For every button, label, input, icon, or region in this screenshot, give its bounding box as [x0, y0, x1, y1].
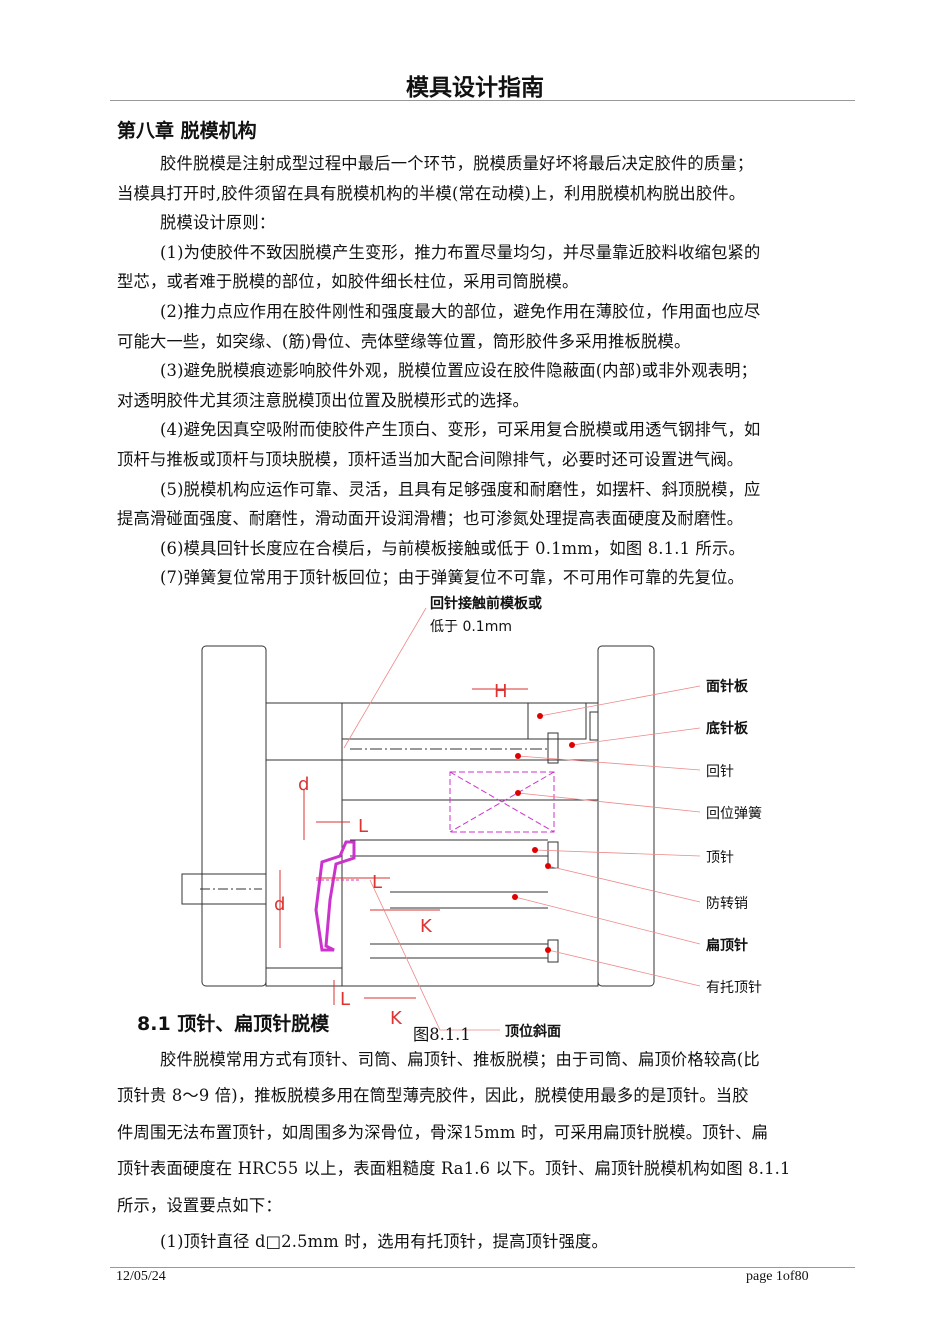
paragraph-line: 顶针贵 8～9 倍)，推板脱模多用在筒型薄壳胶件，因此，脱模使用最多的是顶针。当…	[117, 1086, 749, 1106]
paragraph-line: (1)为使胶件不致因脱模产生变形，推力布置尽量均匀，并尽量靠近胶料收缩包紧的	[160, 242, 761, 262]
dim-h: H	[494, 681, 508, 702]
right-clamp-plate	[597, 645, 655, 987]
dim-l-mid: L	[372, 872, 382, 893]
footer-date: 12/05/24	[116, 1269, 166, 1284]
paragraph-line: 提高滑碰面强度、耐磨性，滑动面开设润滑槽；也可渗氮处理提高表面硬度及耐磨性。	[117, 509, 744, 529]
dim-k-upper: K	[420, 916, 433, 937]
paragraph-line: 顶杆与推板或顶杆与顶块脱模，顶杆适当加大配合间隙排气，必要时还可设置进气阀。	[117, 450, 744, 469]
figure-label: 顶针	[706, 850, 734, 866]
paragraph-line: 型芯，或者难于脱模的部位，如胶件细长柱位，采用司筒脱模。	[117, 272, 579, 292]
paragraph-line: 所示，设置要点如下：	[117, 1195, 282, 1215]
paragraph-line: (3)避免脱模痕迹影响胶件外观，脱模位置应设在胶件隐蔽面(内部)或非外观表明；	[160, 361, 758, 381]
paragraph-line: 胶件脱模常用方式有顶针、司筒、扁顶针、推板脱模；由于司筒、扁顶价格较高(比	[160, 1050, 760, 1069]
chapter-heading: 第八章 脱模机构	[117, 120, 257, 142]
callout-top-line2: 低于 0.1mm	[430, 619, 512, 635]
page-title: 模具设计指南	[406, 75, 544, 101]
paragraph-line: (5)脱模机构应运作可靠、灵活，且具有足够强度和耐磨性，如摆杆、斜顶脱模，应	[160, 479, 761, 499]
figure-label: 面针板	[706, 679, 748, 695]
plastic-part	[314, 840, 356, 952]
paragraph-line: (2)推力点应作用在胶件刚性和强度最大的部位，避免作用在薄胶位，作用面也应尽	[160, 302, 761, 321]
paragraph-line: (1)顶针直径 d□2.5mm 时，选用有托顶针，提高顶针强度。	[160, 1232, 609, 1251]
figure-caption: 图8.1.1	[413, 1025, 471, 1044]
paragraph-line: 可能大一些，如突缘、(筋)骨位、壳体壁缘等位置，筒形胶件多采用推板脱模。	[117, 331, 691, 351]
paragraph-line: 对透明胶件尤其须注意脱模顶出位置及脱模形式的选择。	[117, 390, 530, 410]
dim-d-upper: d	[298, 774, 309, 795]
paragraph-line: (7)弹簧复位常用于顶针板回位；由于弹簧复位不可靠，不可用作可靠的先复位。	[160, 568, 745, 588]
figure-label: 底针板	[706, 721, 748, 737]
left-clamp-plate	[201, 645, 267, 987]
dim-k-lower: K	[390, 1008, 403, 1029]
figure-label: 回位弹簧	[706, 806, 762, 822]
paragraph-line: 脱模设计原则：	[160, 213, 276, 233]
footer-page: page 1of80	[746, 1269, 809, 1284]
figure-label: 有托顶针	[706, 980, 762, 996]
figure-label: 回针	[706, 764, 734, 780]
paragraph-line: (4)避免因真空吸附而使胶件产生顶白、变形，可采用复合脱模或用透气钢排气，如	[160, 420, 761, 440]
header-divider	[110, 100, 855, 101]
paragraph-line: 胶件脱模是注射成型过程中最后一个环节，脱模质量好坏将最后决定胶件的质量；	[160, 154, 754, 173]
paragraph-line: 当模具打开时,胶件须留在具有脱模机构的半模(常在动模)上，利用脱模机构脱出胶件。	[117, 183, 746, 203]
figure-label: 防转销	[706, 896, 748, 912]
ejector-plate-top	[341, 702, 529, 740]
callout-bottom: 顶位斜面	[505, 1024, 561, 1040]
dim-l-lower: L	[340, 989, 350, 1010]
figure-label: 扁顶针	[706, 938, 748, 954]
dim-l-upper: L	[358, 816, 368, 837]
footer-divider	[110, 1267, 855, 1268]
callout-top-line1: 回针接触前模板或	[430, 596, 542, 612]
paragraph-line: 件周围无法布置顶针，如周围多为深骨位，骨深15mm 时，可采用扁顶针脱模。顶针、…	[117, 1122, 769, 1142]
paragraph-line: (6)模具回针长度应在合模后，与前模板接触或低于 0.1mm，如图 8.1.1 …	[160, 538, 745, 558]
dim-d-lower: d	[274, 894, 285, 915]
paragraph-line: 顶针表面硬度在 HRC55 以上，表面粗糙度 Ra1.6 以下。顶针、扁顶针脱模…	[117, 1159, 791, 1179]
section-heading: 8.1 顶针、扁顶针脱模	[137, 1013, 330, 1035]
